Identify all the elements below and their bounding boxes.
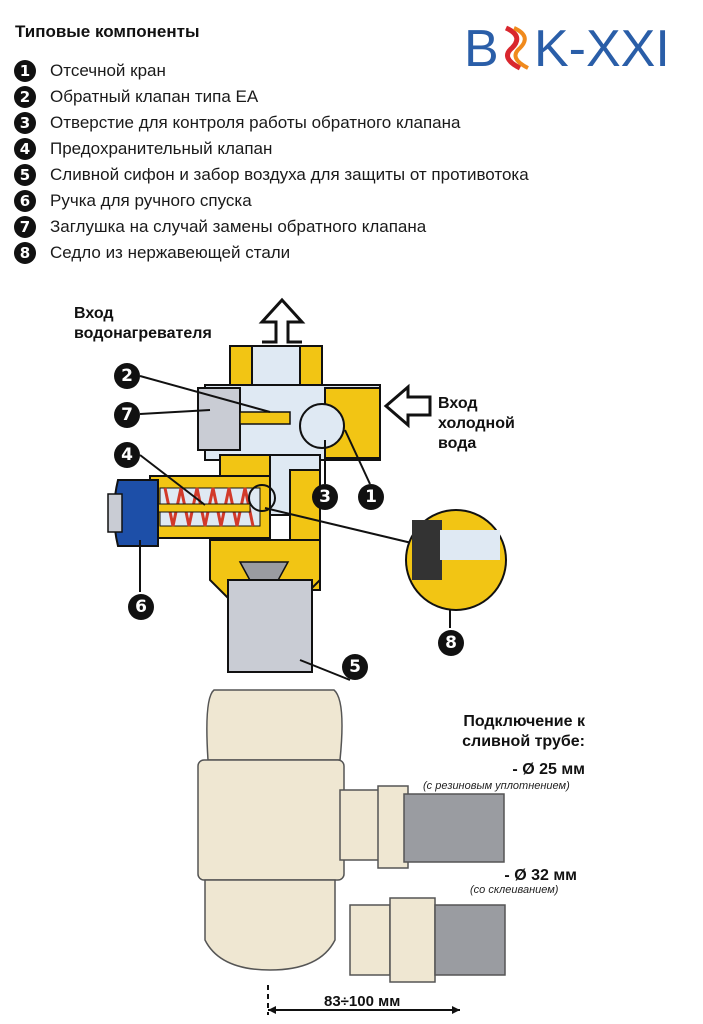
d32-label: - Ø 32 мм <box>504 867 577 884</box>
number-badge: 8 <box>14 242 36 264</box>
siphon-connector <box>227 579 313 673</box>
number-badge: 7 <box>14 216 36 238</box>
number-badge: 2 <box>14 86 36 108</box>
legend-label: Ручка для ручного спуска <box>50 191 252 210</box>
number-badge: 5 <box>14 164 36 186</box>
callout-5: 5 <box>342 654 368 680</box>
d32-note: (со склеиванием) <box>470 884 559 896</box>
callout-6: 6 <box>128 594 154 620</box>
label-line: Подключение к <box>463 713 585 730</box>
label-line: Вход <box>74 305 114 322</box>
label-line: вода <box>438 435 477 452</box>
legend-item: 5 Сливной сифон и забор воздуха для защит… <box>14 162 654 188</box>
label-line: водонагревателя <box>74 325 212 342</box>
legend-label: Сливной сифон и забор воздуха для защиты… <box>50 165 529 184</box>
distance-label: 83÷100 мм <box>324 993 401 1010</box>
legend-label: Отсечной кран <box>50 61 166 80</box>
drain-connection-label: Подключение к сливной трубе: <box>385 712 585 752</box>
cold-inlet-label: Вход холодной вода <box>438 394 515 454</box>
siphon-body <box>197 689 506 983</box>
outlet-arrow-icon <box>258 297 306 344</box>
legend-item: 7 Заглушка на случай замены обратного кла… <box>14 214 654 240</box>
d25-label: - Ø 25 мм <box>512 761 585 778</box>
callout-4: 4 <box>114 442 140 468</box>
legend-item: 4 Предохранительный клапан <box>14 136 654 162</box>
label-line: сливной трубе: <box>462 733 585 750</box>
svg-text:B: B <box>464 20 499 74</box>
legend-label: Заглушка на случай замены обратного клап… <box>50 217 427 236</box>
callout-8: 8 <box>438 630 464 656</box>
brand-logo: B K-XXI <box>464 20 670 74</box>
callout-2: 2 <box>114 363 140 389</box>
legend-item: 6 Ручка для ручного спуска <box>14 188 654 214</box>
number-badge: 6 <box>14 190 36 212</box>
safety-valve <box>129 475 271 539</box>
callout-1: 1 <box>358 484 384 510</box>
legend-label: Седло из нержавеющей стали <box>50 243 291 262</box>
legend-item: 2 Обратный клапан типа EA <box>14 84 654 110</box>
callout-3: 3 <box>312 484 338 510</box>
legend-item: 1 Отсечной кран <box>14 58 654 84</box>
label-line: Вход <box>438 395 478 412</box>
number-badge: 3 <box>14 112 36 134</box>
legend-label: Обратный клапан типа EA <box>50 87 259 106</box>
page-title: Типовые компоненты <box>15 22 200 41</box>
heater-inlet-label: Вход водонагревателя <box>74 304 212 344</box>
svg-text:K-XXI: K-XXI <box>534 20 670 74</box>
legend-label: Предохранительный клапан <box>50 139 273 158</box>
seat-zoom <box>248 484 507 611</box>
callout-7: 7 <box>114 402 140 428</box>
label-line: холодной <box>438 415 515 432</box>
number-badge: 1 <box>14 60 36 82</box>
check-valve-stem <box>239 411 291 425</box>
legend-label: Отверстие для контроля работы обратного … <box>50 113 461 132</box>
d25-note: (с резиновым уплотнением) <box>423 780 570 792</box>
number-badge: 4 <box>14 138 36 160</box>
legend-item: 3 Отверстие для контроля работы обратного… <box>14 110 654 136</box>
legend-item: 8 Седло из нержавеющей стали <box>14 240 654 266</box>
inlet-arrow-icon <box>383 383 432 429</box>
